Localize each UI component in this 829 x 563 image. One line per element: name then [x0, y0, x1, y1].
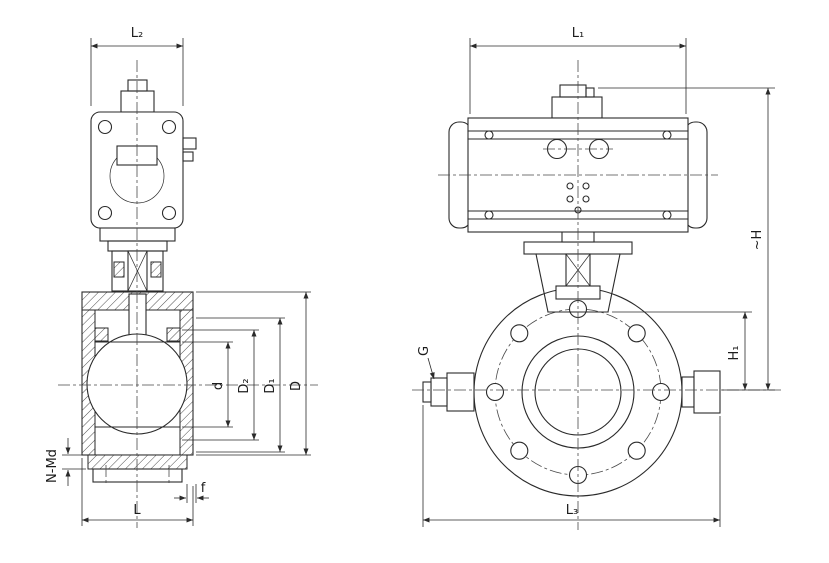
right-view: [412, 60, 782, 530]
bolt-hole-icon: [510, 324, 529, 343]
actuator-bolt-icon: [97, 205, 113, 221]
dim-label-l2: L₂: [131, 26, 143, 41]
bottom-plate: [92, 468, 183, 483]
dimension-n-md: N-Md: [45, 438, 86, 486]
bottom-flange: [87, 454, 188, 470]
seat-ring: [94, 327, 109, 342]
actuator-bolt-icon: [161, 205, 177, 221]
dimension-d: d: [182, 341, 233, 428]
dimension-H1: H₁: [612, 311, 752, 390]
solenoid-body: [551, 96, 603, 119]
tie-rod-icon: [484, 130, 494, 140]
right-port: [681, 370, 721, 414]
valve-stem: [128, 293, 147, 337]
dim-label-h1: H₁: [727, 346, 742, 361]
bolt-hole-icon: [485, 382, 505, 402]
bracket-side-view: [99, 227, 176, 292]
dimension-L1: L₁: [469, 26, 687, 114]
dim-label-h: ~H: [750, 230, 765, 251]
dimension-D2: D₂: [182, 329, 259, 441]
bolt-hole-icon: [627, 441, 646, 460]
solenoid-top: [559, 84, 587, 98]
dim-label-g: G: [417, 346, 432, 356]
right-view-dimensions: L₁ G ~H H₁ L₃: [417, 26, 775, 527]
dim-label-d2: D₂: [237, 378, 252, 393]
actuator-bolt-icon: [97, 119, 113, 135]
dimension-f: f: [174, 481, 209, 503]
tie-rod-icon: [484, 210, 494, 220]
dim-label-l1: L₁: [572, 26, 584, 41]
air-fitting-icon: [182, 151, 194, 162]
bolt-hole-icon: [510, 441, 529, 460]
dimension-G: G: [417, 346, 435, 380]
tie-rod-icon: [662, 130, 672, 140]
seat-ring: [166, 327, 181, 342]
dim-label-L: L: [133, 503, 141, 518]
dimension-D1: D₁: [196, 317, 285, 453]
dim-label-d: d: [211, 382, 226, 390]
dim-label-D: D: [289, 381, 304, 391]
dim-label-n-md: N-Md: [45, 449, 60, 483]
left-port: [422, 372, 475, 412]
dimension-D: D: [196, 291, 311, 456]
dimension-L2: L₂: [90, 26, 184, 106]
tie-rod-icon: [662, 210, 672, 220]
dimension-H: ~H: [598, 87, 775, 391]
actuator-side-view: [90, 79, 197, 229]
dimension-L3: L₃: [422, 405, 721, 527]
bolt-hole-icon: [651, 382, 671, 402]
dim-label-f: f: [201, 481, 206, 496]
left-view: [58, 60, 318, 528]
valve-body-section: [81, 291, 194, 486]
air-fitting-icon: [182, 137, 197, 150]
dim-label-d1: D₁: [263, 378, 278, 393]
bolt-hole-icon: [627, 324, 646, 343]
actuator-bolt-icon: [161, 119, 177, 135]
dim-label-l3: L₃: [566, 503, 578, 518]
dimension-L: L: [81, 458, 194, 526]
left-view-dimensions: L₂ d D₂ D₁ D: [45, 26, 311, 526]
